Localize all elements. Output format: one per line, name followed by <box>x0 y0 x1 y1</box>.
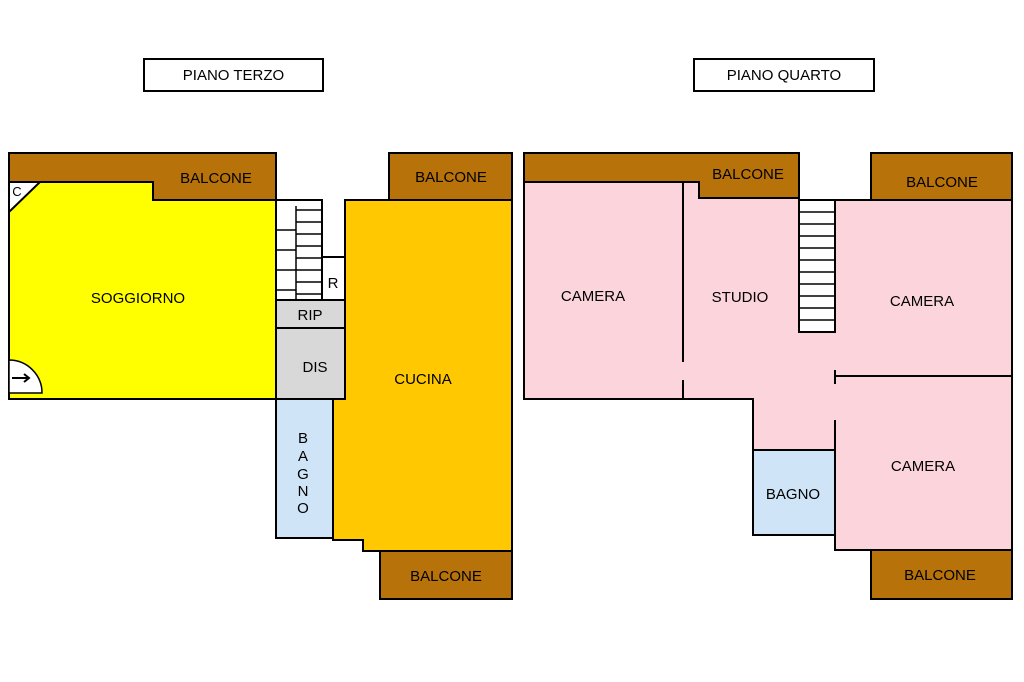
camera-top-right-label: CAMERA <box>890 293 954 310</box>
stair-third-steps <box>276 206 322 300</box>
study-label: STUDIO <box>712 289 769 306</box>
entrance-door <box>8 359 43 394</box>
balcony-fourth-top-right <box>870 152 1013 201</box>
bath-letter: A <box>298 448 308 465</box>
balcone-fourth-top-left-label: BALCONE <box>712 166 784 183</box>
camera-bottom-right-label: CAMERA <box>891 458 955 475</box>
bathroom-third <box>275 398 334 539</box>
bathroom-fourth <box>752 449 836 536</box>
landing-label: RIP <box>297 307 322 324</box>
fourth-floor-plan <box>523 152 1013 600</box>
closet-label: C <box>12 184 21 199</box>
third-floor-plan <box>8 152 513 600</box>
storage-label: R <box>328 275 339 292</box>
living-room-label: SOGGIORNO <box>91 290 185 307</box>
third-floor-title: PIANO TERZO <box>143 58 324 92</box>
balcony-fourth-bottom <box>870 549 1013 600</box>
balcony-third-right <box>388 152 513 201</box>
bath-letter: O <box>297 500 309 517</box>
bathroom-fourth-label: BAGNO <box>766 486 820 503</box>
fourth-floor-title: PIANO QUARTO <box>693 58 875 92</box>
bath-letter: G <box>297 466 309 483</box>
balcone-fourth-bottom-label: BALCONE <box>904 567 976 584</box>
stair-fourth <box>798 199 836 333</box>
bath-letter: N <box>298 483 309 500</box>
kitchen-label: CUCINA <box>394 371 452 388</box>
bathroom-third-label: B A G N O <box>297 430 309 517</box>
balcone-third-bottom-label: BALCONE <box>410 568 482 585</box>
hall-label: DIS <box>302 359 327 376</box>
camera-left-label: CAMERA <box>561 288 625 305</box>
closet <box>8 181 43 215</box>
bath-letter: B <box>298 430 308 447</box>
balcone-fourth-top-right-label: BALCONE <box>906 174 978 191</box>
stair-fourth-steps <box>799 211 835 321</box>
balcone-third-right-label: BALCONE <box>415 169 487 186</box>
balcone-third-left-label: BALCONE <box>180 170 252 187</box>
fourth-floor-walls <box>682 182 1012 550</box>
